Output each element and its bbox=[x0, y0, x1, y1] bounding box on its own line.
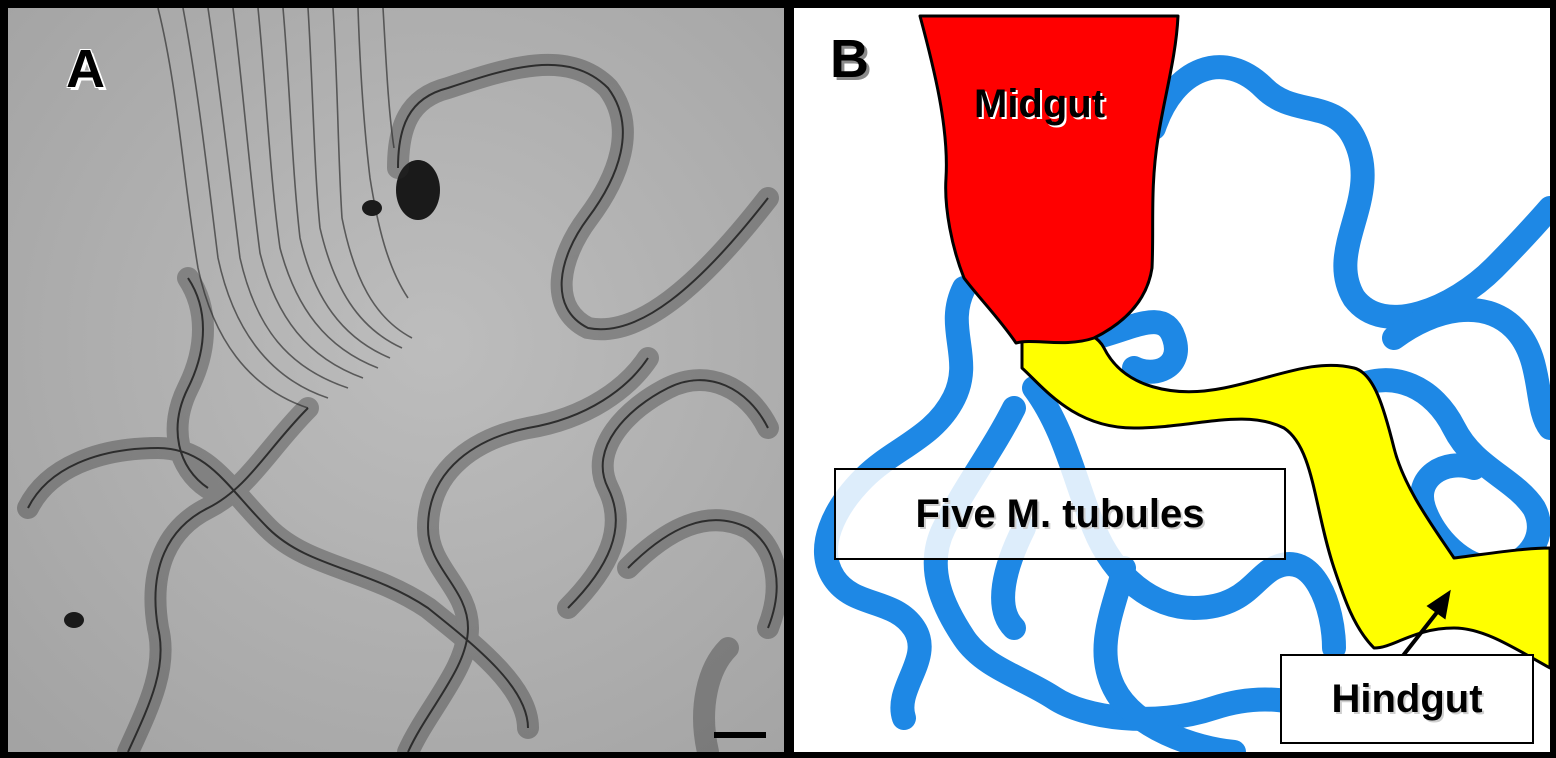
panel-b-schematic: B Midgut Five M. tubules Hindgut bbox=[794, 8, 1550, 752]
tubule-1 bbox=[1154, 67, 1550, 317]
tubule-7 bbox=[1394, 310, 1550, 428]
hindgut-label-box: Hindgut bbox=[1280, 654, 1534, 744]
panel-a-micrograph: A bbox=[8, 8, 784, 752]
midgut-label: Midgut bbox=[974, 82, 1105, 127]
panel-letter-a: A bbox=[66, 42, 106, 96]
hindgut-label: Hindgut bbox=[1331, 677, 1482, 722]
tubules-label-box: Five M. tubules bbox=[834, 468, 1286, 560]
micrograph-image bbox=[8, 8, 784, 752]
schematic-drawing bbox=[794, 8, 1550, 752]
panel-letter-b: B bbox=[830, 32, 870, 86]
scale-bar bbox=[714, 732, 766, 738]
tubules-label: Five M. tubules bbox=[916, 492, 1205, 537]
